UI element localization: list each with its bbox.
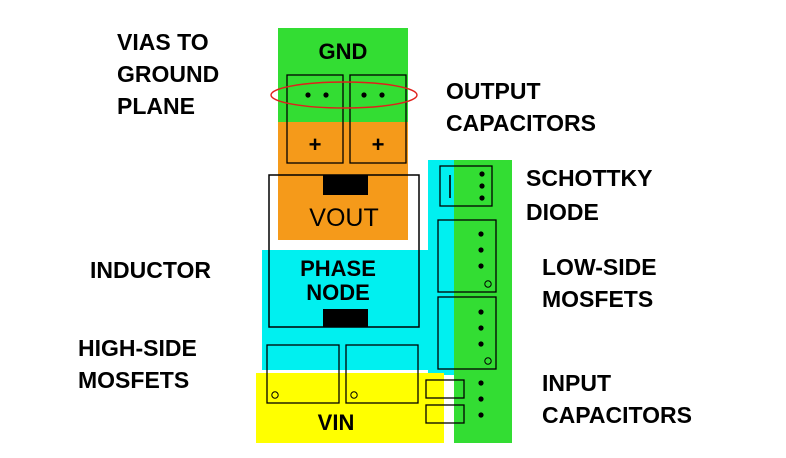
input-capacitors-label: INPUT CAPACITORS — [542, 370, 692, 428]
vin-zone — [256, 373, 444, 443]
label-line: GND — [319, 39, 368, 64]
via — [379, 92, 385, 98]
label-line: CAPACITORS — [542, 402, 692, 428]
vias-to-ground-plane-label: VIAS TO GROUND PLANE — [117, 29, 219, 119]
output-capacitors-label: OUTPUT CAPACITORS — [446, 78, 596, 136]
high-side-mosfets-label: HIGH-SIDE MOSFETS — [78, 335, 197, 393]
via — [478, 325, 484, 331]
label-line: GROUND — [117, 61, 219, 87]
via — [478, 412, 484, 418]
input-capacitor-top — [425, 379, 465, 399]
via — [478, 309, 484, 315]
pin1-marker — [484, 280, 492, 288]
output-capacitor-left — [286, 74, 344, 164]
label-line: PLANE — [117, 93, 195, 119]
output-capacitor-right — [349, 74, 407, 164]
via — [479, 171, 485, 177]
label-line: VIAS TO — [117, 29, 209, 55]
schottky-diode-label: SCHOTTKY DIODE — [526, 165, 653, 225]
pin1-marker — [271, 391, 279, 399]
capacitor-plus-right: + — [372, 132, 385, 157]
label-line: PHASE — [300, 256, 376, 281]
via — [478, 231, 484, 237]
inductor-top-pad — [323, 175, 368, 195]
via — [361, 92, 367, 98]
input-capacitor-bottom — [425, 404, 465, 424]
vias-highlight-ellipse — [270, 81, 418, 109]
label-line: MOSFETS — [542, 286, 653, 312]
via — [479, 195, 485, 201]
label-line: NODE — [306, 280, 370, 305]
label-line: SCHOTTKY — [526, 165, 653, 191]
pin1-marker — [484, 357, 492, 365]
high-side-mosfet-right — [345, 344, 419, 404]
label-line: INDUCTOR — [90, 257, 211, 283]
via — [323, 92, 329, 98]
low-side-mosfets-label: LOW-SIDE MOSFETS — [542, 254, 657, 312]
via — [478, 263, 484, 269]
vout-zone-label: VOUT — [309, 204, 378, 232]
via — [478, 396, 484, 402]
low-side-mosfet-top — [437, 219, 497, 293]
label-line: LOW-SIDE — [542, 254, 657, 280]
vin-zone-label: VIN — [318, 410, 355, 435]
via — [305, 92, 311, 98]
capacitor-plus-left: + — [309, 132, 322, 157]
via — [478, 380, 484, 386]
inductor-label: INDUCTOR — [90, 257, 211, 283]
via — [478, 341, 484, 347]
inductor-bottom-pad — [323, 309, 368, 327]
label-line: VOUT — [309, 204, 378, 232]
pin1-marker — [350, 391, 358, 399]
label-line: HIGH-SIDE — [78, 335, 197, 361]
schottky-diode — [439, 165, 493, 207]
low-side-mosfet-bottom — [437, 296, 497, 370]
via — [479, 183, 485, 189]
label-line: OUTPUT — [446, 78, 541, 104]
label-line: INPUT — [542, 370, 611, 396]
label-line: DIODE — [526, 199, 599, 225]
label-line: VIN — [318, 410, 355, 435]
label-line: MOSFETS — [78, 367, 189, 393]
high-side-mosfet-left — [266, 344, 340, 404]
gnd-zone-label: GND — [319, 39, 368, 64]
label-line: CAPACITORS — [446, 110, 596, 136]
via — [478, 247, 484, 253]
